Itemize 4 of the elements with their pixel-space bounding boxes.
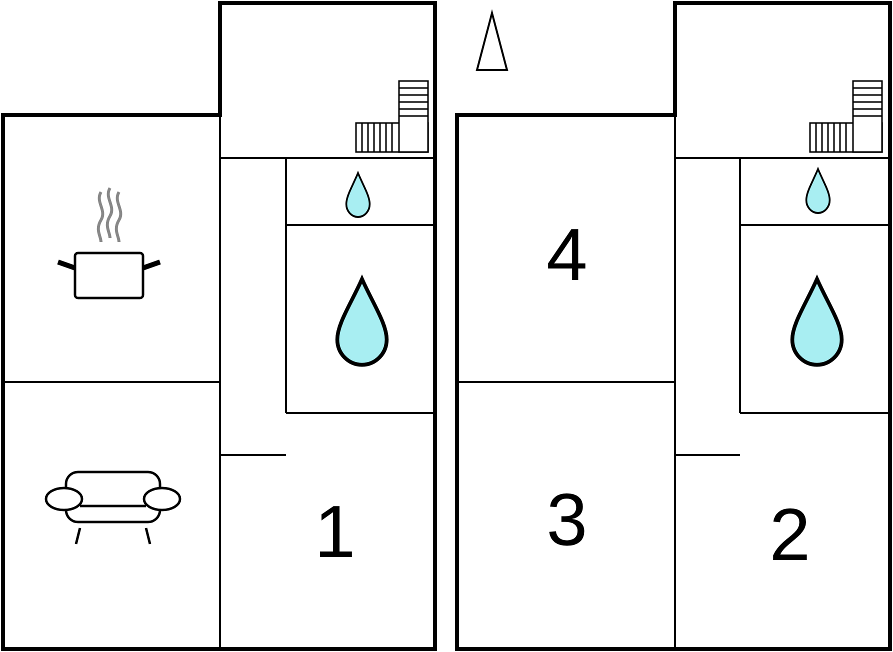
room-number: 1	[314, 495, 356, 569]
room-number: 2	[769, 498, 811, 572]
room-number: 4	[546, 218, 588, 292]
room-number: 3	[546, 483, 588, 557]
